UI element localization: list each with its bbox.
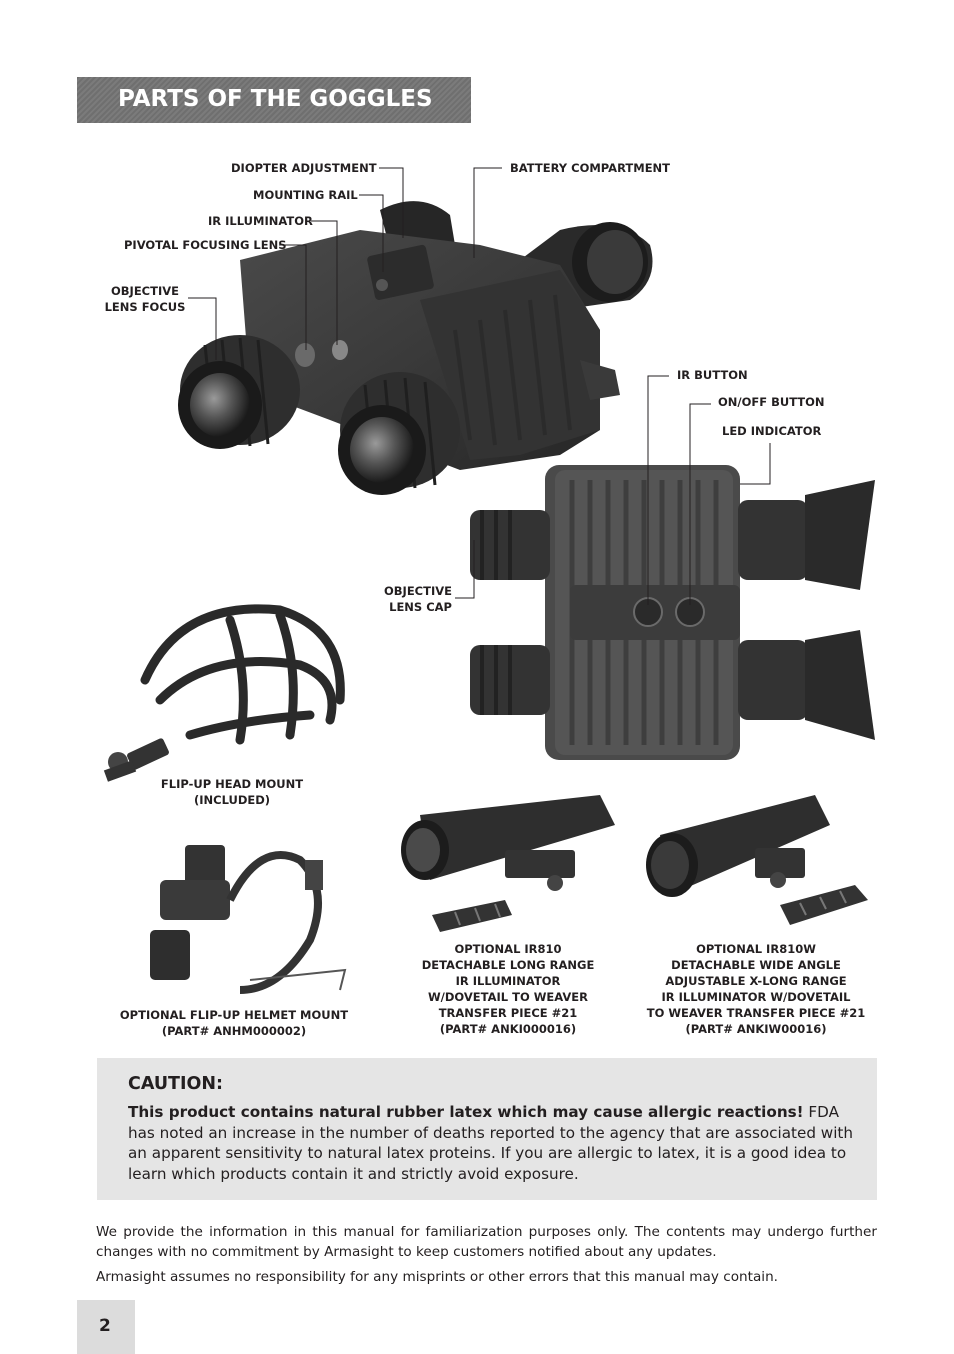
label-pivotal-focusing-lens: PIVOTAL FOCUSING LENS — [124, 238, 287, 252]
caption-ir810w: OPTIONAL IR810W DETACHABLE WIDE ANGLE AD… — [646, 942, 866, 1036]
label-diopter-adjustment: DIOPTER ADJUSTMENT — [231, 161, 377, 175]
disclaimer-paragraph-2: Armasight assumes no responsibility for … — [96, 1269, 779, 1285]
caution-text: FDA has noted an increase in the number … — [128, 1103, 854, 1183]
caution-box: CAUTION: This product contains natural r… — [97, 1058, 877, 1200]
caution-body: This product contains natural rubber lat… — [128, 1102, 858, 1184]
label-mounting-rail: MOUNTING RAIL — [253, 188, 358, 202]
caption-head-mount: FLIP-UP HEAD MOUNT (INCLUDED) — [160, 777, 304, 807]
label-objective-lens-cap: OBJECTIVE LENS CAP — [384, 584, 452, 614]
label-ir-button: IR BUTTON — [677, 368, 748, 382]
label-objective-lens-focus: OBJECTIVE LENS FOCUS — [104, 284, 186, 314]
disclaimer-paragraph-1: We provide the information in this manua… — [96, 1224, 877, 1260]
section-title: PARTS OF THE GOGGLES — [118, 86, 433, 112]
section-title-bar: PARTS OF THE GOGGLES — [77, 77, 471, 123]
label-led-indicator: LED INDICATOR — [722, 424, 822, 438]
caution-heading: CAUTION: — [128, 1074, 224, 1094]
label-battery-compartment: BATTERY COMPARTMENT — [510, 161, 671, 175]
label-onoff-button: ON/OFF BUTTON — [718, 395, 825, 409]
caution-bold-text: This product contains natural rubber lat… — [128, 1103, 804, 1121]
page-number: 2 — [99, 1316, 111, 1336]
label-ir-illuminator: IR ILLUMINATOR — [208, 214, 313, 228]
caption-helmet-mount: OPTIONAL FLIP-UP HELMET MOUNT (PART# ANH… — [119, 1008, 349, 1038]
caption-ir810: OPTIONAL IR810 DETACHABLE LONG RANGE IR … — [421, 942, 595, 1036]
page-number-tab: 2 — [77, 1300, 135, 1354]
